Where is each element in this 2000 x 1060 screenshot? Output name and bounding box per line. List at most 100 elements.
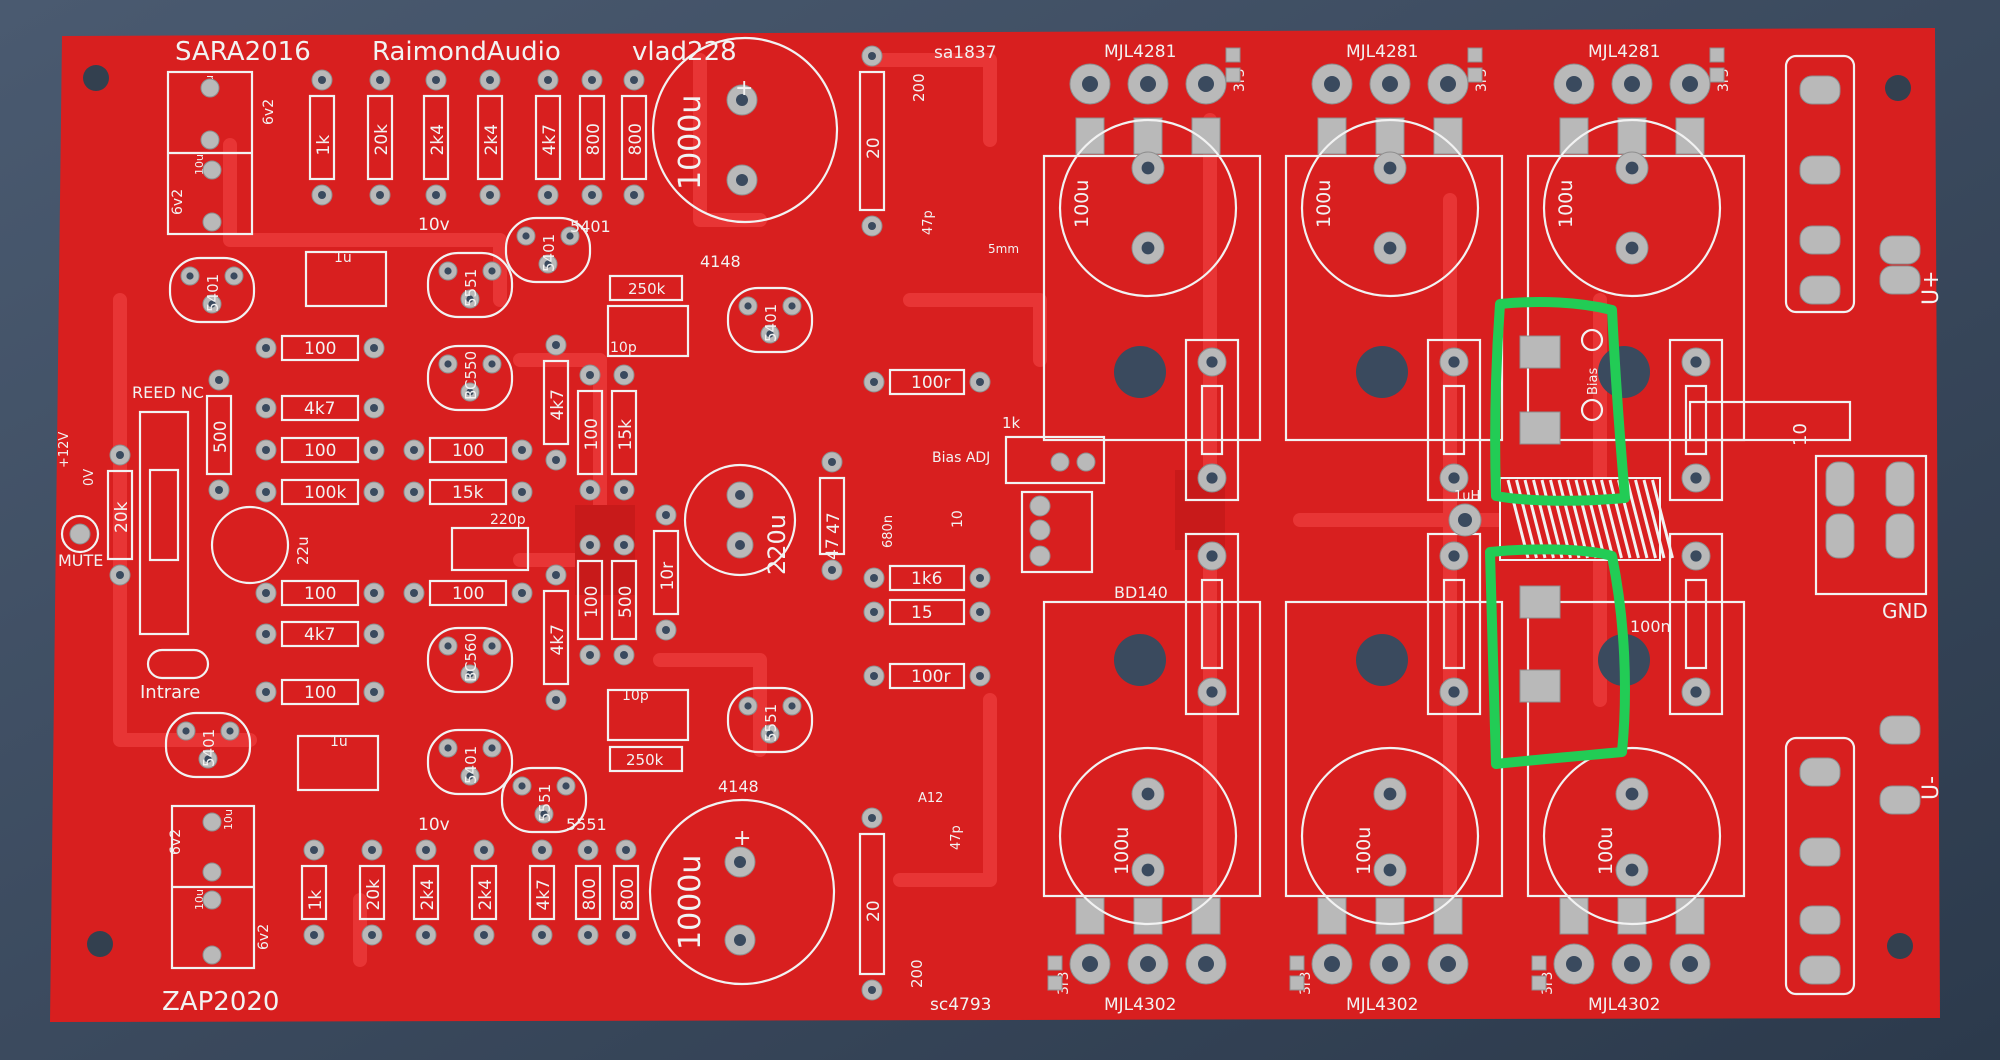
label-680n: 680n [881,515,896,548]
bottom-resistor-5: 800 [574,839,602,946]
vert-mid-3-label: 4k7 [548,624,568,655]
small-transistor-0-label: 5401 [204,274,222,312]
right-resistor-1-label: 1k6 [911,569,942,589]
left-resistor-0: 100 [255,334,385,362]
bottom-resistor-3: 2k4 [470,839,498,946]
power-blocks: MJL4281100u3r3MJL4302100u3r3MJL4281100u3… [1042,42,1746,1015]
top-resistor-2-label: 2k4 [428,124,448,155]
mid-resistor-0-label: 100 [452,441,484,461]
top-resistor-5: 800 [578,69,606,206]
label-1uh: 1uH [1454,489,1480,504]
label-12v: +12V [57,432,72,468]
vert-left-20k-label: 20k [112,501,132,533]
label-bias-adj: Bias ADJ [932,450,990,466]
right-resistor-3: 100r [863,662,991,690]
cap-100u-top-2: 100u [1555,180,1577,228]
power-block-top-1: MJL4281100u3r3 [1284,42,1504,442]
big-caps: 1000u + 1000u + 220u [648,36,839,986]
bottom-resistor-4-label: 4k7 [534,879,554,910]
top-resistor-5-label: 800 [584,123,604,155]
small-transistor-4: 5401 [726,286,814,354]
cer-10u-c: 10u [222,809,235,830]
top-resistor-6-label: 800 [626,123,646,155]
small-transistor-8: 5551 [500,766,588,834]
highlight-outlines [1485,297,1630,769]
vert-mid-5: 500 [610,534,638,666]
top-resistor-0: 1k [308,69,336,206]
small-transistor-3-label: BC550 [462,351,480,400]
highlight-bottom [1485,544,1630,769]
vert-mid-5-label: 500 [616,586,636,618]
label-gnd: GND [1882,599,1928,623]
label-sa1837: sa1837 [934,43,997,63]
vert-mid-2: 15k [610,364,638,501]
bottom-resistor-2: 2k4 [412,839,440,946]
label-bd140: BD140 [1114,583,1168,602]
label-100n: 100n [1630,617,1671,636]
small-transistor-7: 5401 [426,728,514,796]
bottom-resistor-6-label: 800 [618,878,638,910]
small-transistor-6: 5551 [726,686,814,754]
label-1u-top: 1u [334,250,352,266]
emitter-res-1 [1426,338,1482,716]
resistor-47-body-label: 47 [824,512,844,534]
power-top-2-label: MJL4281 [1588,42,1660,62]
bottom-resistor-1-label: 20k [364,879,384,911]
label-250k-top: 250k [628,280,666,298]
left-resistor-6: 100 [255,678,385,706]
right-resistor-1: 1k6 [863,564,991,592]
label-47: 47 [823,538,843,560]
sot-pads [1519,328,1604,703]
bottom-resistor-2-label: 2k4 [418,879,438,910]
top-resistor-0-label: 1k [314,135,334,156]
label-10v-bottom: 10v [418,815,450,835]
vert-mid-4-label: 100 [582,586,602,618]
label-reed: REED NC [132,383,204,402]
label-0v: 0V [82,469,97,486]
bottom-resistor-1: 20k [358,839,386,946]
big-resistor-20-top-label: 20 [864,137,884,159]
header-raimond: RaimondAudio [372,37,561,67]
big-resistor-20-top: 20 [858,45,886,237]
vert-mid-2-label: 15k [616,419,636,451]
cap-100u-top-0: 100u [1071,180,1093,228]
header-sara: SARA2016 [175,37,311,67]
left-resistor-5-label: 4k7 [304,625,335,645]
vert-mid-0-label: 4k7 [548,389,568,420]
label-1k: 1k [1002,414,1021,432]
right-resistor-3-label: 100r [911,667,950,687]
vert-left-500-label: 500 [211,421,231,453]
power-top-1-label: MJL4281 [1346,42,1418,62]
vert-mid-1-label: 100 [582,418,602,450]
small-transistor-9-label: 5401 [200,729,218,767]
zener-clusters: 6v2 6v2 6v2 6v2 10u 10u 10u 10u [166,70,277,970]
label-intrare: Intrare [140,682,200,703]
label-4148-bottom: 4148 [718,777,759,796]
left-resistor-6-label: 100 [304,683,336,703]
cap-1000u-top: 1000u [673,95,708,190]
right-resistor-0: 100r [863,368,991,396]
mid-resistor-2: 100 [403,579,533,607]
bottom-resistor-3-label: 2k4 [476,879,496,910]
vert-mid-4: 100 [576,534,604,666]
zener-6v2-b: 6v2 [261,99,277,125]
label-mute: MUTE [58,551,103,570]
bottom-resistor-6: 800 [612,839,640,946]
bottom-resistor-0: 1k [300,839,328,946]
label-5401-top: 5401 [570,217,611,236]
highlight-top [1490,297,1630,506]
label-10-big: 10 [1790,423,1811,446]
cap-100u-bottom-2: 100u [1595,827,1617,875]
label-200-bottom: 200 [908,959,926,988]
bottom-resistor-4: 4k7 [528,839,556,946]
vert-left-500: 500 [205,369,233,501]
footer-zap: ZAP2020 [162,987,279,1017]
cap-220u: 220u [763,514,791,575]
cap-100u-bottom-1: 100u [1353,827,1375,875]
small-transistor-1: 5551 [426,251,514,319]
small-transistor-9: 5401 [164,711,252,779]
